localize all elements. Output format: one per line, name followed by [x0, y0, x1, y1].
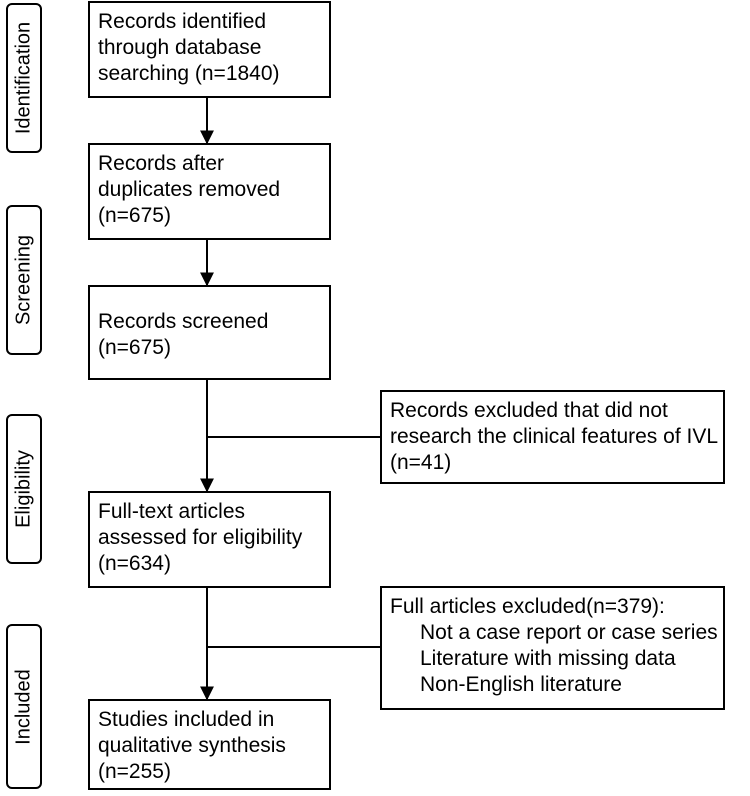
excluded-features-line-3: (n=41): [390, 451, 452, 474]
after-duplicates-line-1: Records after: [98, 152, 225, 175]
included-line-2: qualitative synthesis: [98, 734, 286, 757]
phase-screening: Screening: [6, 205, 42, 355]
screened-line-2: (n=675): [98, 336, 171, 359]
identified-line-3: searching (n=1840): [98, 62, 280, 85]
phase-eligibility: Eligibility: [6, 414, 42, 564]
phase-identification: Identification: [6, 3, 42, 153]
box-studies-included: Studies included in qualitative synthesi…: [88, 699, 331, 790]
excluded-features-line-1: Records excluded that did not: [390, 399, 668, 422]
excluded-features-line-2: research the clinical features of IVL: [390, 425, 719, 448]
full-excluded-title: Full articles excluded(n=379):: [390, 595, 665, 618]
box-records-screened: Records screened (n=675): [88, 285, 331, 380]
included-line-3: (n=255): [98, 760, 171, 783]
full-text-line-1: Full-text articles: [98, 500, 246, 523]
full-excluded-reason-2: Literature with missing data: [420, 647, 676, 670]
box-records-excluded-features: Records excluded that did not research t…: [380, 390, 725, 484]
after-duplicates-line-3: (n=675): [98, 204, 171, 227]
box-full-articles-excluded: Full articles excluded(n=379): Not a cas…: [380, 586, 725, 710]
box-records-after-duplicates: Records after duplicates removed (n=675): [88, 143, 331, 240]
after-duplicates-line-2: duplicates removed: [98, 178, 281, 201]
identified-line-2: through database: [98, 36, 262, 59]
full-text-line-3: (n=634): [98, 552, 171, 575]
full-excluded-reason-3: Non-English literature: [420, 673, 622, 696]
full-text-line-2: assessed for eligibility: [98, 526, 303, 549]
included-line-1: Studies included in: [98, 708, 275, 731]
full-excluded-reason-1: Not a case report or case series: [420, 621, 718, 644]
identified-line-1: Records identified: [98, 10, 267, 33]
phase-included: Included: [6, 624, 42, 789]
box-records-identified: Records identified through database sear…: [88, 1, 331, 98]
box-full-text-assessed: Full-text articles assessed for eligibil…: [88, 491, 331, 588]
screened-line-1: Records screened: [98, 310, 269, 333]
